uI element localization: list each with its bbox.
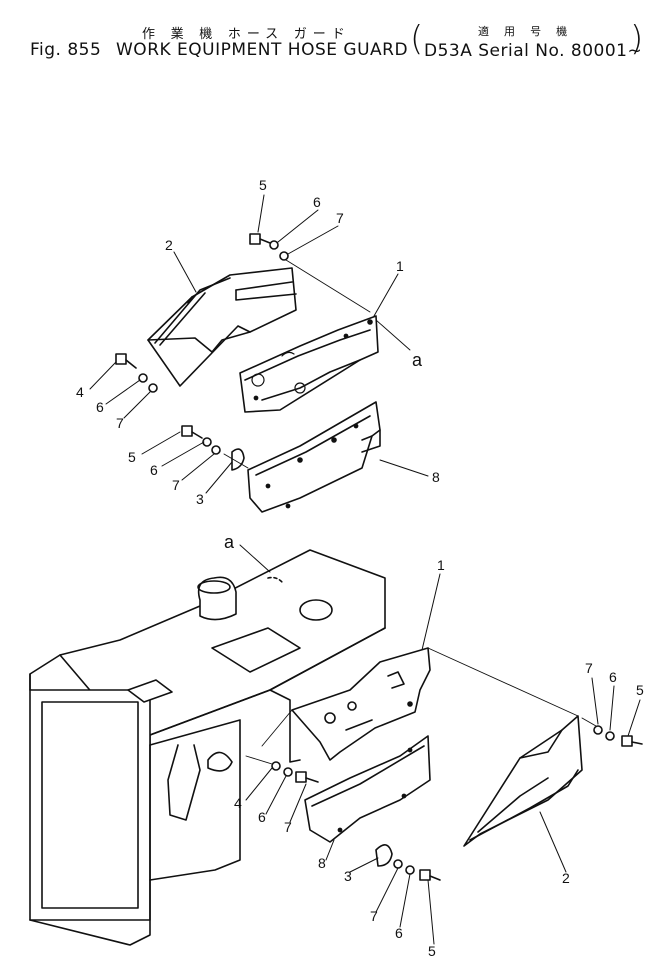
- lower-left-bolt-set: [271, 761, 319, 783]
- lower-bottom-bolt-set: [393, 859, 441, 881]
- callout-upper-3: 3: [196, 491, 204, 507]
- callout-lower-3: 3: [344, 868, 352, 884]
- callout-upper-7: 7: [336, 210, 344, 226]
- lower-guard-bracket-part-2: [463, 715, 583, 847]
- machine-body-hood: [29, 549, 386, 946]
- callout-lower-1: 1: [437, 557, 445, 573]
- callout-lower-5b: 5: [428, 943, 436, 957]
- callout-lower-7: 7: [585, 660, 593, 676]
- figure-title: WORK EQUIPMENT HOSE GUARD: [116, 40, 409, 60]
- upper-cover-plate-part-1: [239, 315, 379, 413]
- callout-lower-5: 5: [636, 682, 644, 698]
- callout-lower-6b: 6: [258, 809, 266, 825]
- callout-lower-4: 4: [234, 795, 242, 811]
- callout-upper-6b: 6: [96, 399, 104, 415]
- figure-number: Fig. 855: [30, 40, 102, 60]
- close-paren: ): [630, 19, 644, 59]
- callout-upper-a: a: [412, 350, 423, 370]
- callout-lower-6: 6: [609, 669, 617, 685]
- japanese-title: 作 業 機 ホース ガード: [142, 26, 351, 41]
- upper-clamp-bolt-set: [181, 425, 221, 455]
- lower-cover-plate-part-1: [291, 647, 431, 761]
- upper-left-bolt-set: [115, 353, 158, 393]
- callout-lower-6c: 6: [395, 925, 403, 941]
- callout-lower-7b: 7: [284, 819, 292, 835]
- lower-right-bolt-set: [593, 725, 643, 747]
- upper-top-bolt-set: [249, 233, 289, 261]
- callout-upper-4: 4: [76, 384, 84, 400]
- callout-upper-2: 2: [165, 237, 173, 253]
- callout-upper-1: 1: [396, 258, 404, 274]
- callout-lower-2: 2: [562, 870, 570, 886]
- callout-upper-5b: 5: [128, 449, 136, 465]
- upper-clamp-part-3: [231, 448, 245, 471]
- callout-upper-6: 6: [313, 194, 321, 210]
- lower-clamp-part-3: [375, 844, 393, 867]
- upper-lower-plate-part-8: [247, 401, 381, 513]
- callout-lower-a: a: [224, 532, 235, 552]
- open-paren: (: [410, 19, 424, 59]
- callout-upper-8: 8: [432, 469, 440, 485]
- serial-range: D53A Serial No. 80001~: [424, 41, 643, 61]
- callout-upper-7c: 7: [172, 477, 180, 493]
- callout-lower-7c: 7: [370, 908, 378, 924]
- callout-upper-5: 5: [259, 177, 267, 193]
- lower-plate-part-8: [304, 735, 431, 843]
- callout-upper-6c: 6: [150, 462, 158, 478]
- callout-lower-8: 8: [318, 855, 326, 871]
- upper-guard-bracket-part-2: [147, 267, 297, 387]
- callout-upper-7b: 7: [116, 415, 124, 431]
- japanese-model-label: 適 用 号 機: [478, 26, 574, 38]
